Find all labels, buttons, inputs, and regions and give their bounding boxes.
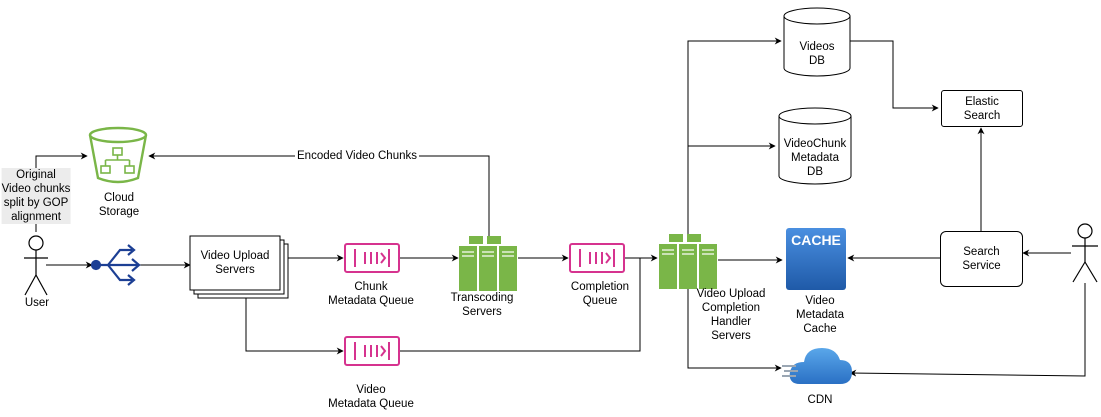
completion-handler-servers-icon <box>659 234 717 289</box>
edge-video-metadata-queue-to-handler <box>400 258 641 352</box>
transcoding-servers-label: Transcoding Servers <box>450 292 514 318</box>
cloud-storage-icon <box>88 126 148 184</box>
user-stick-figure <box>24 235 48 296</box>
load-balancer-icon <box>90 244 141 286</box>
videos-db-cylinder <box>783 7 851 77</box>
search-service-label: Search Service <box>962 246 1001 272</box>
video-metadata-queue-icon <box>344 336 400 366</box>
edge-transcoding-to-cloud-storage <box>148 152 490 236</box>
cdn-label: CDN <box>807 394 833 406</box>
cache-icon <box>786 228 846 290</box>
upload-servers-stack <box>189 235 289 299</box>
elastic-search-label: Elastic Search <box>963 95 1001 122</box>
cdn-cloud-icon <box>782 348 852 384</box>
video-metadata-cache-label: Video Metadata Cache <box>796 295 844 335</box>
edge-handler-to-cdn <box>687 285 782 372</box>
elastic-search-node: Elastic Search <box>941 90 1023 127</box>
edge-upload-to-video-metadata-queue <box>245 295 344 355</box>
search-service-node: Search Service <box>940 231 1023 287</box>
chunk-db-label: VideoChunk Metadata DB <box>783 138 847 178</box>
edge-handler-to-videos-db <box>687 37 782 234</box>
edge-viewer-to-cdn <box>849 283 1086 377</box>
completion-queue-label: Completion Queue <box>570 281 630 307</box>
user-label: User <box>24 297 50 309</box>
chunk-metadata-queue-label: Chunk Metadata Queue <box>328 281 414 307</box>
chunk-db-cylinder <box>778 107 852 185</box>
completion-queue-icon <box>569 243 625 273</box>
cloud-storage-label: Cloud Storage <box>98 192 140 218</box>
chunk-metadata-queue-icon <box>344 243 400 273</box>
videos-db-label: Videos DB <box>799 41 835 67</box>
edges <box>35 37 1086 377</box>
completion-handler-label: Video Upload Completion Handler Servers <box>696 288 766 342</box>
transcoding-servers-icon <box>459 236 517 291</box>
original-chunks-edge-label: Original Video chunks split by GOP align… <box>1 168 71 224</box>
cache-icon-text: CACHE <box>791 232 841 248</box>
viewer-stick-figure <box>1072 223 1098 283</box>
encoded-chunks-edge-label: Encoded Video Chunks <box>295 149 419 163</box>
edge-videos-db-to-elastic <box>850 40 939 112</box>
upload-servers-label: Video Upload Servers <box>200 250 270 276</box>
video-metadata-queue-label: Video Metadata Queue <box>328 384 414 410</box>
